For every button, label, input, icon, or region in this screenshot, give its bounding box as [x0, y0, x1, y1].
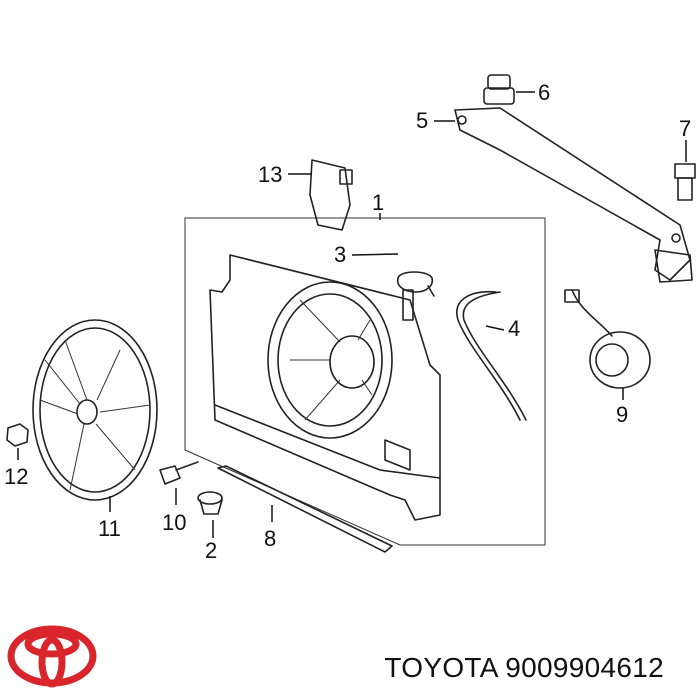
callout-13: 13	[258, 162, 282, 187]
fan-blade-part	[32, 319, 158, 501]
resistor-part	[309, 159, 353, 231]
callout-9: 9	[616, 402, 628, 427]
leader-lines	[17, 91, 687, 538]
nut-part	[6, 423, 29, 447]
grommet-part	[197, 491, 223, 515]
callout-6: 6	[538, 80, 550, 105]
bracket-part	[454, 107, 693, 283]
part-number: 9009904612	[505, 652, 664, 683]
hose-part	[456, 290, 521, 421]
brand-name: TOYOTA	[384, 652, 498, 683]
seal-strip-part	[217, 465, 393, 553]
clamp-part	[396, 271, 435, 297]
callout-7: 7	[679, 116, 691, 141]
toyota-logo	[7, 625, 97, 688]
fan-shroud	[209, 254, 441, 521]
callout-10: 10	[162, 510, 186, 535]
bolt-part	[674, 163, 696, 201]
callout-12: 12	[4, 464, 28, 489]
callout-11: 11	[98, 516, 121, 541]
callout-2: 2	[205, 538, 217, 563]
screw-part	[159, 461, 199, 485]
cap-part	[483, 74, 515, 105]
assembly-frame	[184, 217, 546, 546]
callout-1: 1	[372, 190, 384, 215]
callout-4: 4	[508, 316, 520, 341]
callout-8: 8	[264, 526, 276, 551]
fan-motor-part	[564, 289, 651, 389]
callout-5: 5	[416, 108, 428, 133]
callout-3: 3	[334, 242, 346, 267]
part-number-caption: TOYOTA 9009904612	[384, 652, 664, 684]
